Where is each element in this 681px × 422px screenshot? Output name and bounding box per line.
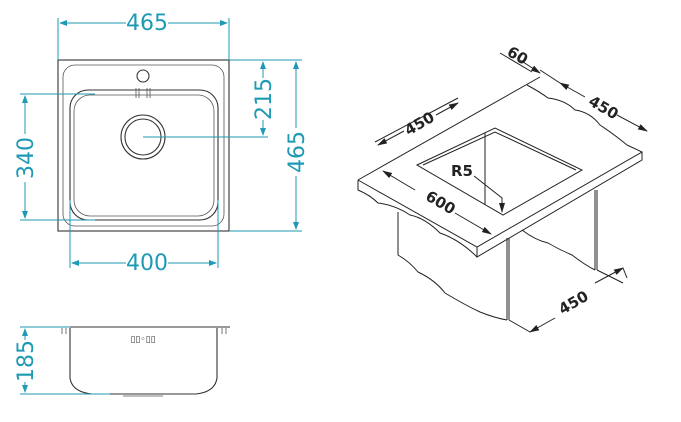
dim-cutout-depth: 450 xyxy=(401,108,437,139)
dim-countertop-depth: 600 xyxy=(422,187,458,218)
dim-cutout-width: 450 xyxy=(585,92,621,123)
dim-overall-width: 465 xyxy=(126,11,168,36)
overflow-slot-icon: ▯▯◦▯▯ xyxy=(130,335,155,345)
dim-bowl-width: 400 xyxy=(126,251,168,276)
cabinet-isometric-view: 450 60 450 R5 600 450 xyxy=(357,43,648,333)
dim-cabinet-width: 450 xyxy=(555,287,591,318)
dim-drain-offset: 215 xyxy=(252,78,277,120)
bowl xyxy=(69,89,219,221)
dim-bowl-height: 185 xyxy=(14,340,39,382)
overflow-hole xyxy=(136,69,150,83)
sink-outline xyxy=(57,59,230,232)
side-view: ▯▯◦▯▯ 185 xyxy=(14,326,230,397)
top-view: 465 465 215 340 400 xyxy=(14,11,310,276)
dim-bowl-depth: 340 xyxy=(14,137,39,179)
dim-corner-radius: R5 xyxy=(451,162,473,180)
dim-overall-depth: 465 xyxy=(285,131,310,173)
flange xyxy=(62,64,225,227)
